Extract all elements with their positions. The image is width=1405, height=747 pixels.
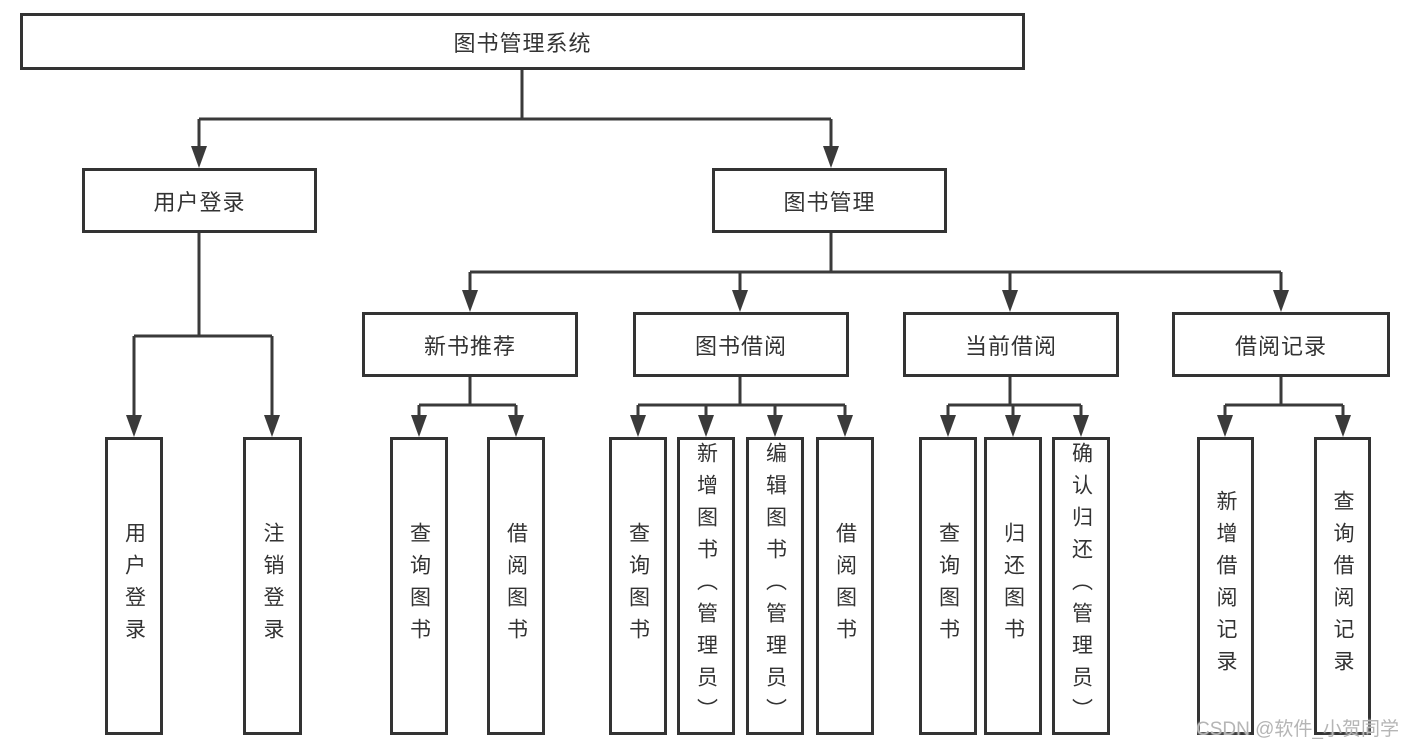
watermark: CSDN @软件_小贺同学	[1196, 719, 1399, 740]
node-book-borrowing: 图书借阅	[633, 312, 849, 377]
leaf-query-borrow-record: 查询借阅记录	[1314, 437, 1371, 735]
leaf-add-borrow-record: 新增借阅记录	[1197, 437, 1254, 735]
leaf-query-borrow-record-label: 查询借阅记录	[1331, 490, 1354, 682]
node-new-book-recommendation-label: 新书推荐	[423, 333, 516, 359]
node-root: 图书管理系统	[20, 13, 1025, 70]
leaf-return-book: 归还图书	[984, 437, 1042, 735]
leaf-confirm-return-admin: 确认归还（管理员）	[1052, 437, 1110, 735]
leaf-edit-book-admin: 编辑图书（管理员）	[746, 437, 804, 735]
leaf-borrow-books-1: 借阅图书	[487, 437, 545, 735]
node-borrowing-records-label: 借阅记录	[1234, 333, 1327, 359]
leaf-user-login-label: 用户登录	[122, 522, 146, 650]
leaf-confirm-return-admin-label: 确认归还（管理员）	[1069, 442, 1093, 730]
leaf-user-login: 用户登录	[105, 437, 163, 735]
leaf-logout-label: 注销登录	[261, 522, 284, 650]
node-book-management: 图书管理	[712, 168, 947, 233]
node-user-login: 用户登录	[82, 168, 317, 233]
leaf-borrow-books-2-label: 借阅图书	[833, 522, 857, 650]
node-borrowing-records: 借阅记录	[1172, 312, 1390, 377]
leaf-add-book-admin: 新增图书（管理员）	[677, 437, 735, 735]
leaf-logout: 注销登录	[243, 437, 302, 735]
node-book-borrowing-label: 图书借阅	[694, 333, 787, 359]
leaf-edit-book-admin-label: 编辑图书（管理员）	[763, 442, 787, 730]
node-current-borrowing-label: 当前借阅	[964, 333, 1057, 359]
leaf-query-books-2: 查询图书	[609, 437, 667, 735]
node-root-label: 图书管理系统	[453, 30, 592, 56]
leaf-query-books-3: 查询图书	[919, 437, 977, 735]
node-current-borrowing: 当前借阅	[903, 312, 1119, 377]
leaf-query-books-1: 查询图书	[390, 437, 448, 735]
leaf-query-books-1-label: 查询图书	[407, 522, 431, 650]
leaf-borrow-books-2: 借阅图书	[816, 437, 874, 735]
leaf-add-book-admin-label: 新增图书（管理员）	[694, 442, 718, 730]
node-book-management-label: 图书管理	[783, 189, 876, 215]
leaf-add-borrow-record-label: 新增借阅记录	[1214, 490, 1237, 682]
node-new-book-recommendation: 新书推荐	[362, 312, 578, 377]
node-user-login-label: 用户登录	[153, 189, 246, 215]
leaf-query-books-2-label: 查询图书	[626, 522, 650, 650]
leaf-return-book-label: 归还图书	[1001, 522, 1025, 650]
leaf-query-books-3-label: 查询图书	[936, 522, 960, 650]
leaf-borrow-books-1-label: 借阅图书	[504, 522, 528, 650]
